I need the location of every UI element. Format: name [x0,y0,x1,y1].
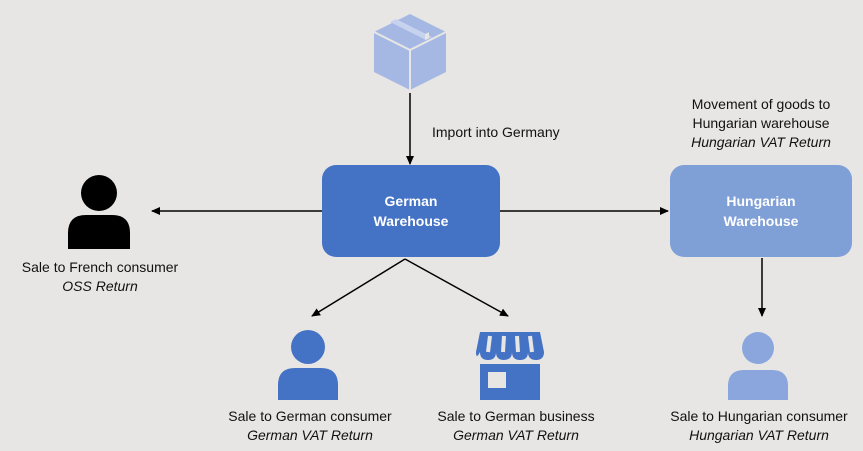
arrow-to-german-consumer [311,258,406,317]
arrow-to-german-business [404,258,509,317]
import-label: Import into Germany [432,124,560,140]
hungarian-warehouse-node: Hungarian Warehouse [670,165,852,257]
german-consumer-main: Sale to German consumer [228,408,392,424]
german-business-label: Sale to German business German VAT Retur… [418,407,614,445]
french-consumer-label: Sale to French consumer OSS Return [2,258,198,296]
movement-label: Movement of goods to Hungarian warehouse… [662,95,860,152]
store-window [488,372,506,388]
hungarian-consumer-person-icon [728,332,788,400]
german-consumer-return: German VAT Return [247,427,373,443]
hungarian-consumer-main: Sale to Hungarian consumer [670,408,848,424]
movement-return: Hungarian VAT Return [691,134,831,150]
german-warehouse-line1: German [384,193,438,209]
hungarian-consumer-return: Hungarian VAT Return [689,427,829,443]
french-consumer-return: OSS Return [62,278,138,294]
german-business-return: German VAT Return [453,427,579,443]
hungarian-warehouse-line2: Warehouse [723,213,799,229]
hungarian-warehouse-line1: Hungarian [726,193,796,209]
french-consumer-person-icon [68,175,130,249]
store-awning [476,332,544,360]
german-consumer-person-icon [278,330,338,400]
german-business-storefront-icon [476,332,544,400]
german-business-main: Sale to German business [437,408,595,424]
package-box-icon [373,14,447,90]
movement-line1: Movement of goods to [691,96,831,112]
german-consumer-label: Sale to German consumer German VAT Retur… [208,407,412,445]
german-warehouse-node: German Warehouse [322,165,500,257]
french-consumer-main: Sale to French consumer [21,259,179,275]
movement-line2: Hungarian warehouse [692,115,830,131]
hungarian-consumer-label: Sale to Hungarian consumer Hungarian VAT… [656,407,862,445]
german-warehouse-line2: Warehouse [373,213,449,229]
